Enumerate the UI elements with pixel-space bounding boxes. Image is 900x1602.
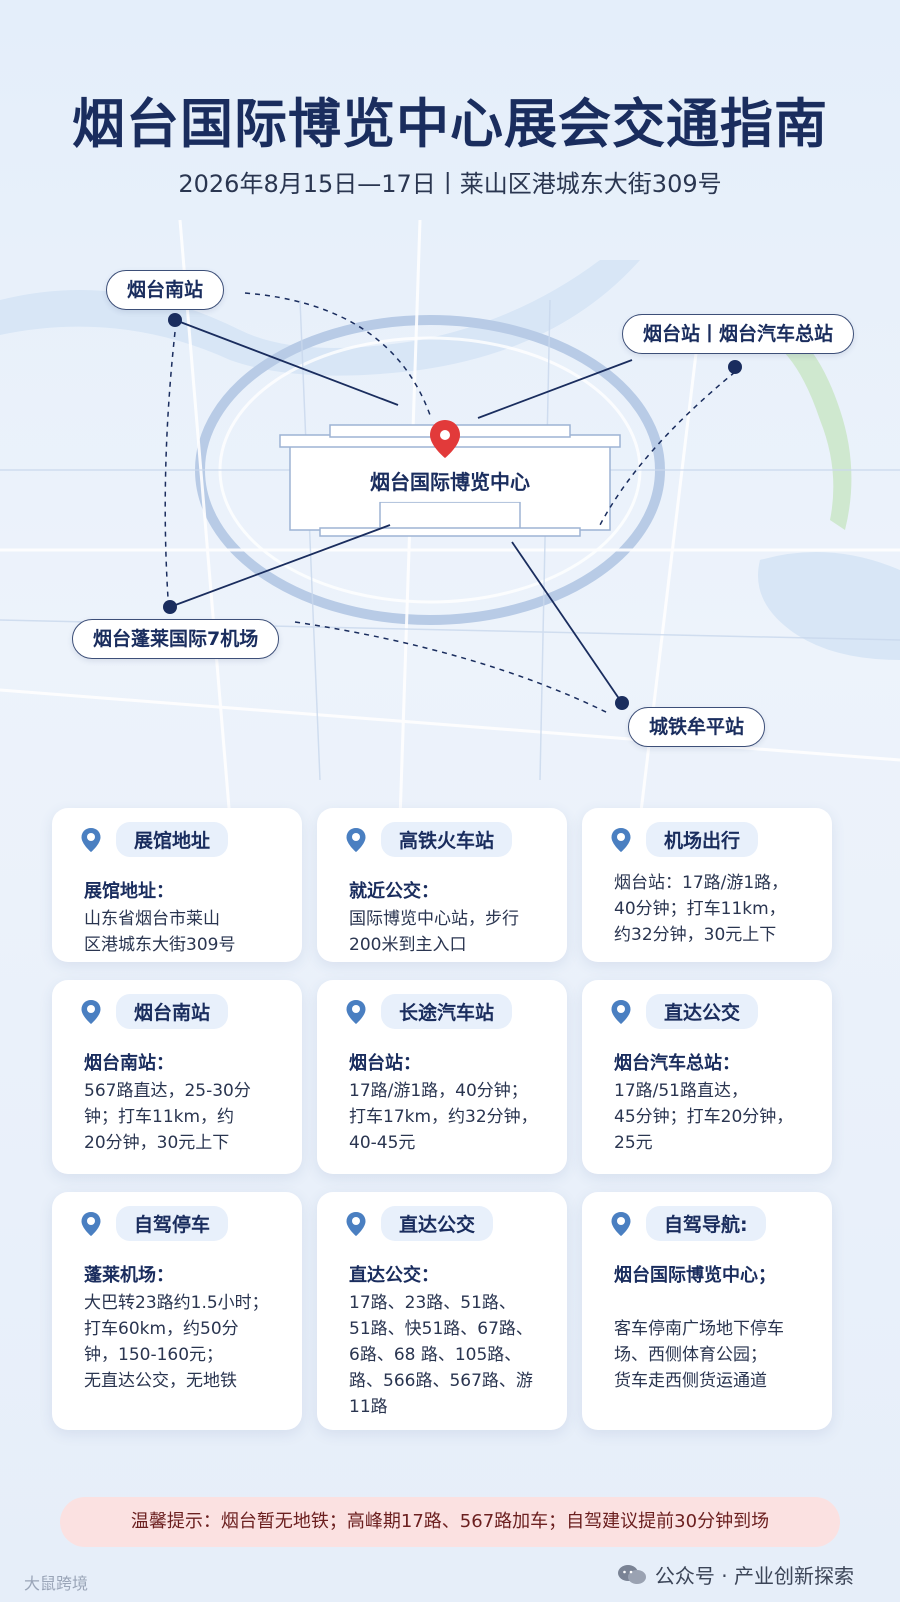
card-title: 长途汽车站	[381, 994, 513, 1029]
location-pin-icon	[81, 1211, 101, 1236]
station-label-metro: 城铁牟平站	[628, 707, 766, 747]
card-text: 山东省烟台市莱山 区港城东大街309号	[84, 909, 236, 955]
card-venue-address: 展馆地址 展馆地址： 山东省烟台市莱山 区港城东大街309号	[52, 808, 302, 962]
card-title: 自驾导航:	[646, 1206, 766, 1241]
location-pin-icon	[81, 999, 101, 1024]
card-bus-routes: 直达公交 直达公交： 17路、23路、51路、 51路、快51路、67路、 6路…	[317, 1192, 567, 1430]
card-subtitle: 就近公交：	[349, 881, 439, 902]
location-pin-icon	[346, 999, 366, 1024]
card-text: 客车停南广场地下停车 场、西侧体育公园； 货车走西侧货运通道	[614, 1319, 784, 1391]
route-map	[0, 220, 900, 820]
node-metro	[615, 696, 629, 710]
card-text: 567路直达，25-30分 钟；打车11km，约 20分钟，30元上下	[84, 1081, 251, 1153]
card-title: 机场出行	[646, 822, 759, 857]
card-subtitle: 烟台站：	[349, 1053, 421, 1074]
card-direct-bus: 直达公交 烟台汽车总站： 17路/51路直达， 45分钟；打车20分钟， 25元	[582, 980, 832, 1174]
card-rail-station: 高铁火车站 就近公交： 国际博览中心站，步行 200米到主入口	[317, 808, 567, 962]
card-text: 烟台站：17路/游1路， 40分钟；打车11km， 约32分钟，30元上下	[614, 873, 789, 945]
watermark-text: 大鼠跨境	[24, 1574, 89, 1593]
card-text: 大巴转23路约1.5小时； 打车60km，约50分 钟，150-160元； 无直…	[84, 1293, 269, 1391]
node-south	[168, 313, 182, 327]
card-text: 17路/游1路，40分钟； 打车17km，约32分钟， 40-45元	[349, 1081, 538, 1153]
wechat-account: 公众号 · 产业创新探索	[617, 1560, 854, 1589]
card-title: 高铁火车站	[381, 822, 513, 857]
card-subtitle: 直达公交：	[349, 1265, 439, 1286]
location-pin-icon	[611, 999, 631, 1024]
lake-shape	[758, 552, 900, 660]
card-self-drive-parking: 自驾停车 蓬莱机场： 大巴转23路约1.5小时； 打车60km，约50分 钟，1…	[52, 1192, 302, 1430]
card-navigation: 自驾导航: 烟台国际博览中心； 客车停南广场地下停车 场、西侧体育公园； 货车走…	[582, 1192, 832, 1430]
green-area	[770, 330, 852, 530]
card-text: 17路/51路直达， 45分钟；打车20分钟， 25元	[614, 1081, 794, 1153]
card-subtitle: 烟台汽车总站：	[614, 1053, 740, 1074]
location-pin-icon	[346, 827, 366, 852]
page-subtitle: 2026年8月15日—17日丨莱山区港城东大街309号	[178, 170, 722, 198]
card-title: 直达公交	[646, 994, 759, 1029]
card-coach-station: 长途汽车站 烟台站： 17路/游1路，40分钟； 打车17km，约32分钟， 4…	[317, 980, 567, 1174]
node-airport	[163, 600, 177, 614]
node-station	[728, 360, 742, 374]
watermark: 大鼠跨境	[24, 1570, 88, 1594]
location-pin-icon	[430, 420, 460, 458]
page-title: 烟台国际博览中心展会交通指南	[72, 94, 828, 155]
card-subtitle: 烟台国际博览中心；	[614, 1265, 776, 1286]
card-subtitle: 展馆地址：	[84, 881, 174, 902]
card-subtitle: 蓬莱机场：	[84, 1265, 174, 1286]
location-pin-icon	[611, 1211, 631, 1236]
expo-center-label: 烟台国际博览中心	[350, 462, 550, 502]
station-label-airport: 烟台蓬莱国际7机场	[72, 619, 280, 659]
card-title: 烟台南站	[116, 994, 229, 1029]
card-airport-travel: 机场出行 烟台站：17路/游1路， 40分钟；打车11km， 约32分钟，30元…	[582, 808, 832, 962]
location-pin-icon	[346, 1211, 366, 1236]
location-pin-icon	[81, 827, 101, 852]
station-label-south: 烟台南站	[106, 270, 225, 310]
card-subtitle: 烟台南站：	[84, 1053, 174, 1074]
card-south-station: 烟台南站 烟台南站： 567路直达，25-30分 钟；打车11km，约 20分钟…	[52, 980, 302, 1174]
station-label-yantai: 烟台站丨烟台汽车总站	[622, 314, 855, 354]
card-title: 直达公交	[381, 1206, 494, 1241]
tip-banner: 温馨提示：烟台暂无地铁；高峰期17路、567路加车；自驾建议提前30分钟到场	[60, 1497, 840, 1547]
river-shape	[0, 260, 640, 376]
card-title: 展馆地址	[116, 822, 229, 857]
card-text: 17路、23路、51路、 51路、快51路、67路、 6路、68 路、105路、…	[349, 1293, 533, 1417]
card-title: 自驾停车	[116, 1206, 229, 1241]
card-text: 国际博览中心站，步行 200米到主入口	[349, 909, 519, 955]
wechat-icon	[617, 1564, 646, 1584]
location-pin-icon	[611, 827, 631, 852]
account-name: 公众号 · 产业创新探索	[654, 1564, 854, 1588]
